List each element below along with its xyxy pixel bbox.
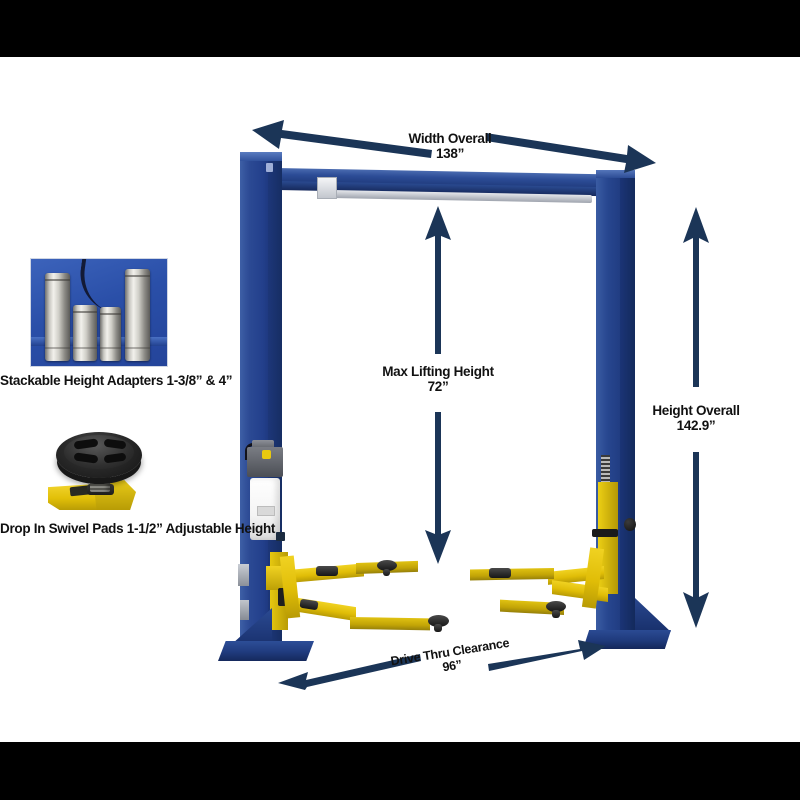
letterbox-bar-top: [0, 0, 800, 57]
drive-thru-clearance-arrow-left: [278, 652, 421, 690]
drop-in-swivel-pads-label: Drop In Swivel Pads 1-1/2” Adjustable He…: [0, 521, 275, 537]
right-column-equalizer-spring: [601, 455, 610, 497]
height-overall-label: Height Overall 142.9”: [606, 403, 786, 433]
right-base-gusset: [635, 598, 671, 632]
left-rear-arm-pad: [316, 566, 338, 576]
drive-thru-clearance-label: Drive Thru Clearance 96”: [355, 630, 547, 687]
left-front-arm-pad-stem: [434, 624, 442, 632]
stackable-height-adapters-label: Stackable Height Adapters 1-3/8” & 4”: [0, 373, 233, 389]
right-rear-arm-pad: [489, 568, 511, 578]
hydraulic-reservoir-label: [257, 506, 275, 516]
left-rear-arm-pad-stem: [383, 569, 390, 576]
left-base-plate: [218, 641, 314, 661]
left-front-arm-swivel-pad: [428, 615, 449, 627]
width-overall-arrow-left: [252, 118, 432, 162]
width-overall-label: Width Overall 138”: [360, 131, 540, 161]
adapter-cylinder-2: [73, 305, 97, 361]
overhead-beam-bracket: [317, 177, 337, 199]
left-column-sticker-icon: [266, 163, 273, 172]
height-overall-name: Height Overall: [652, 403, 740, 418]
drop-in-swivel-pads-name: Drop In Swivel Pads: [0, 521, 124, 536]
max-lifting-height-arrow-up: [424, 206, 452, 354]
max-lifting-height-arrow-down: [424, 412, 452, 564]
adapter-cylinder-3: [100, 307, 121, 361]
height-overall-value: 142.9”: [676, 418, 716, 433]
height-overall-arrow-down: [682, 452, 710, 628]
stackable-height-adapters-photo: [30, 258, 168, 367]
swivel-pad-threaded-screw: [90, 474, 110, 492]
right-column-cap: [596, 170, 635, 178]
drop-in-swivel-pads-photo: [38, 424, 156, 512]
stackable-height-adapters-name: Stackable Height Adapters: [0, 373, 164, 388]
right-front-arm-pad-stem: [552, 610, 560, 618]
right-column-knob: [624, 518, 636, 531]
right-carriage-lock-band: [592, 529, 618, 537]
right-base-plate: [583, 630, 671, 649]
drop-in-swivel-pads-spec: 1-1/2” Adjustable Height: [126, 521, 276, 536]
height-overall-arrow-up: [682, 207, 710, 387]
swivel-pad-disc-top: [64, 435, 134, 469]
drive-thru-clearance-arrow-right: [488, 640, 606, 674]
left-rear-arm-swivel-pad: [377, 560, 397, 571]
max-lifting-height-label: Max Lifting Height 72”: [348, 364, 528, 394]
width-overall-arrow-right: [486, 130, 656, 176]
right-rear-arm-section-2: [470, 568, 554, 581]
left-carriage-plate-upper: [238, 564, 249, 586]
power-unit-valve: [262, 450, 271, 459]
adapter-cylinder-4: [125, 269, 150, 361]
left-carriage-plate-lower: [240, 600, 249, 620]
right-front-arm-swivel-pad: [546, 601, 566, 612]
max-lifting-height-name: Max Lifting Height: [382, 364, 494, 379]
stackable-height-adapters-spec: 1-3/8” & 4”: [166, 373, 233, 388]
letterbox-bar-bottom: [0, 742, 800, 800]
left-column-cap: [240, 152, 282, 161]
power-unit-motor-cap: [252, 440, 274, 450]
left-front-arm-section-2: [350, 617, 430, 631]
width-overall-name: Width Overall: [408, 131, 492, 146]
adapter-cylinder-1: [45, 273, 70, 361]
reservoir-mount-foot: [276, 532, 285, 541]
adapters-photo-shelf: [31, 337, 167, 346]
width-overall-value: 138”: [435, 146, 465, 161]
max-lifting-height-value: 72”: [427, 379, 449, 394]
